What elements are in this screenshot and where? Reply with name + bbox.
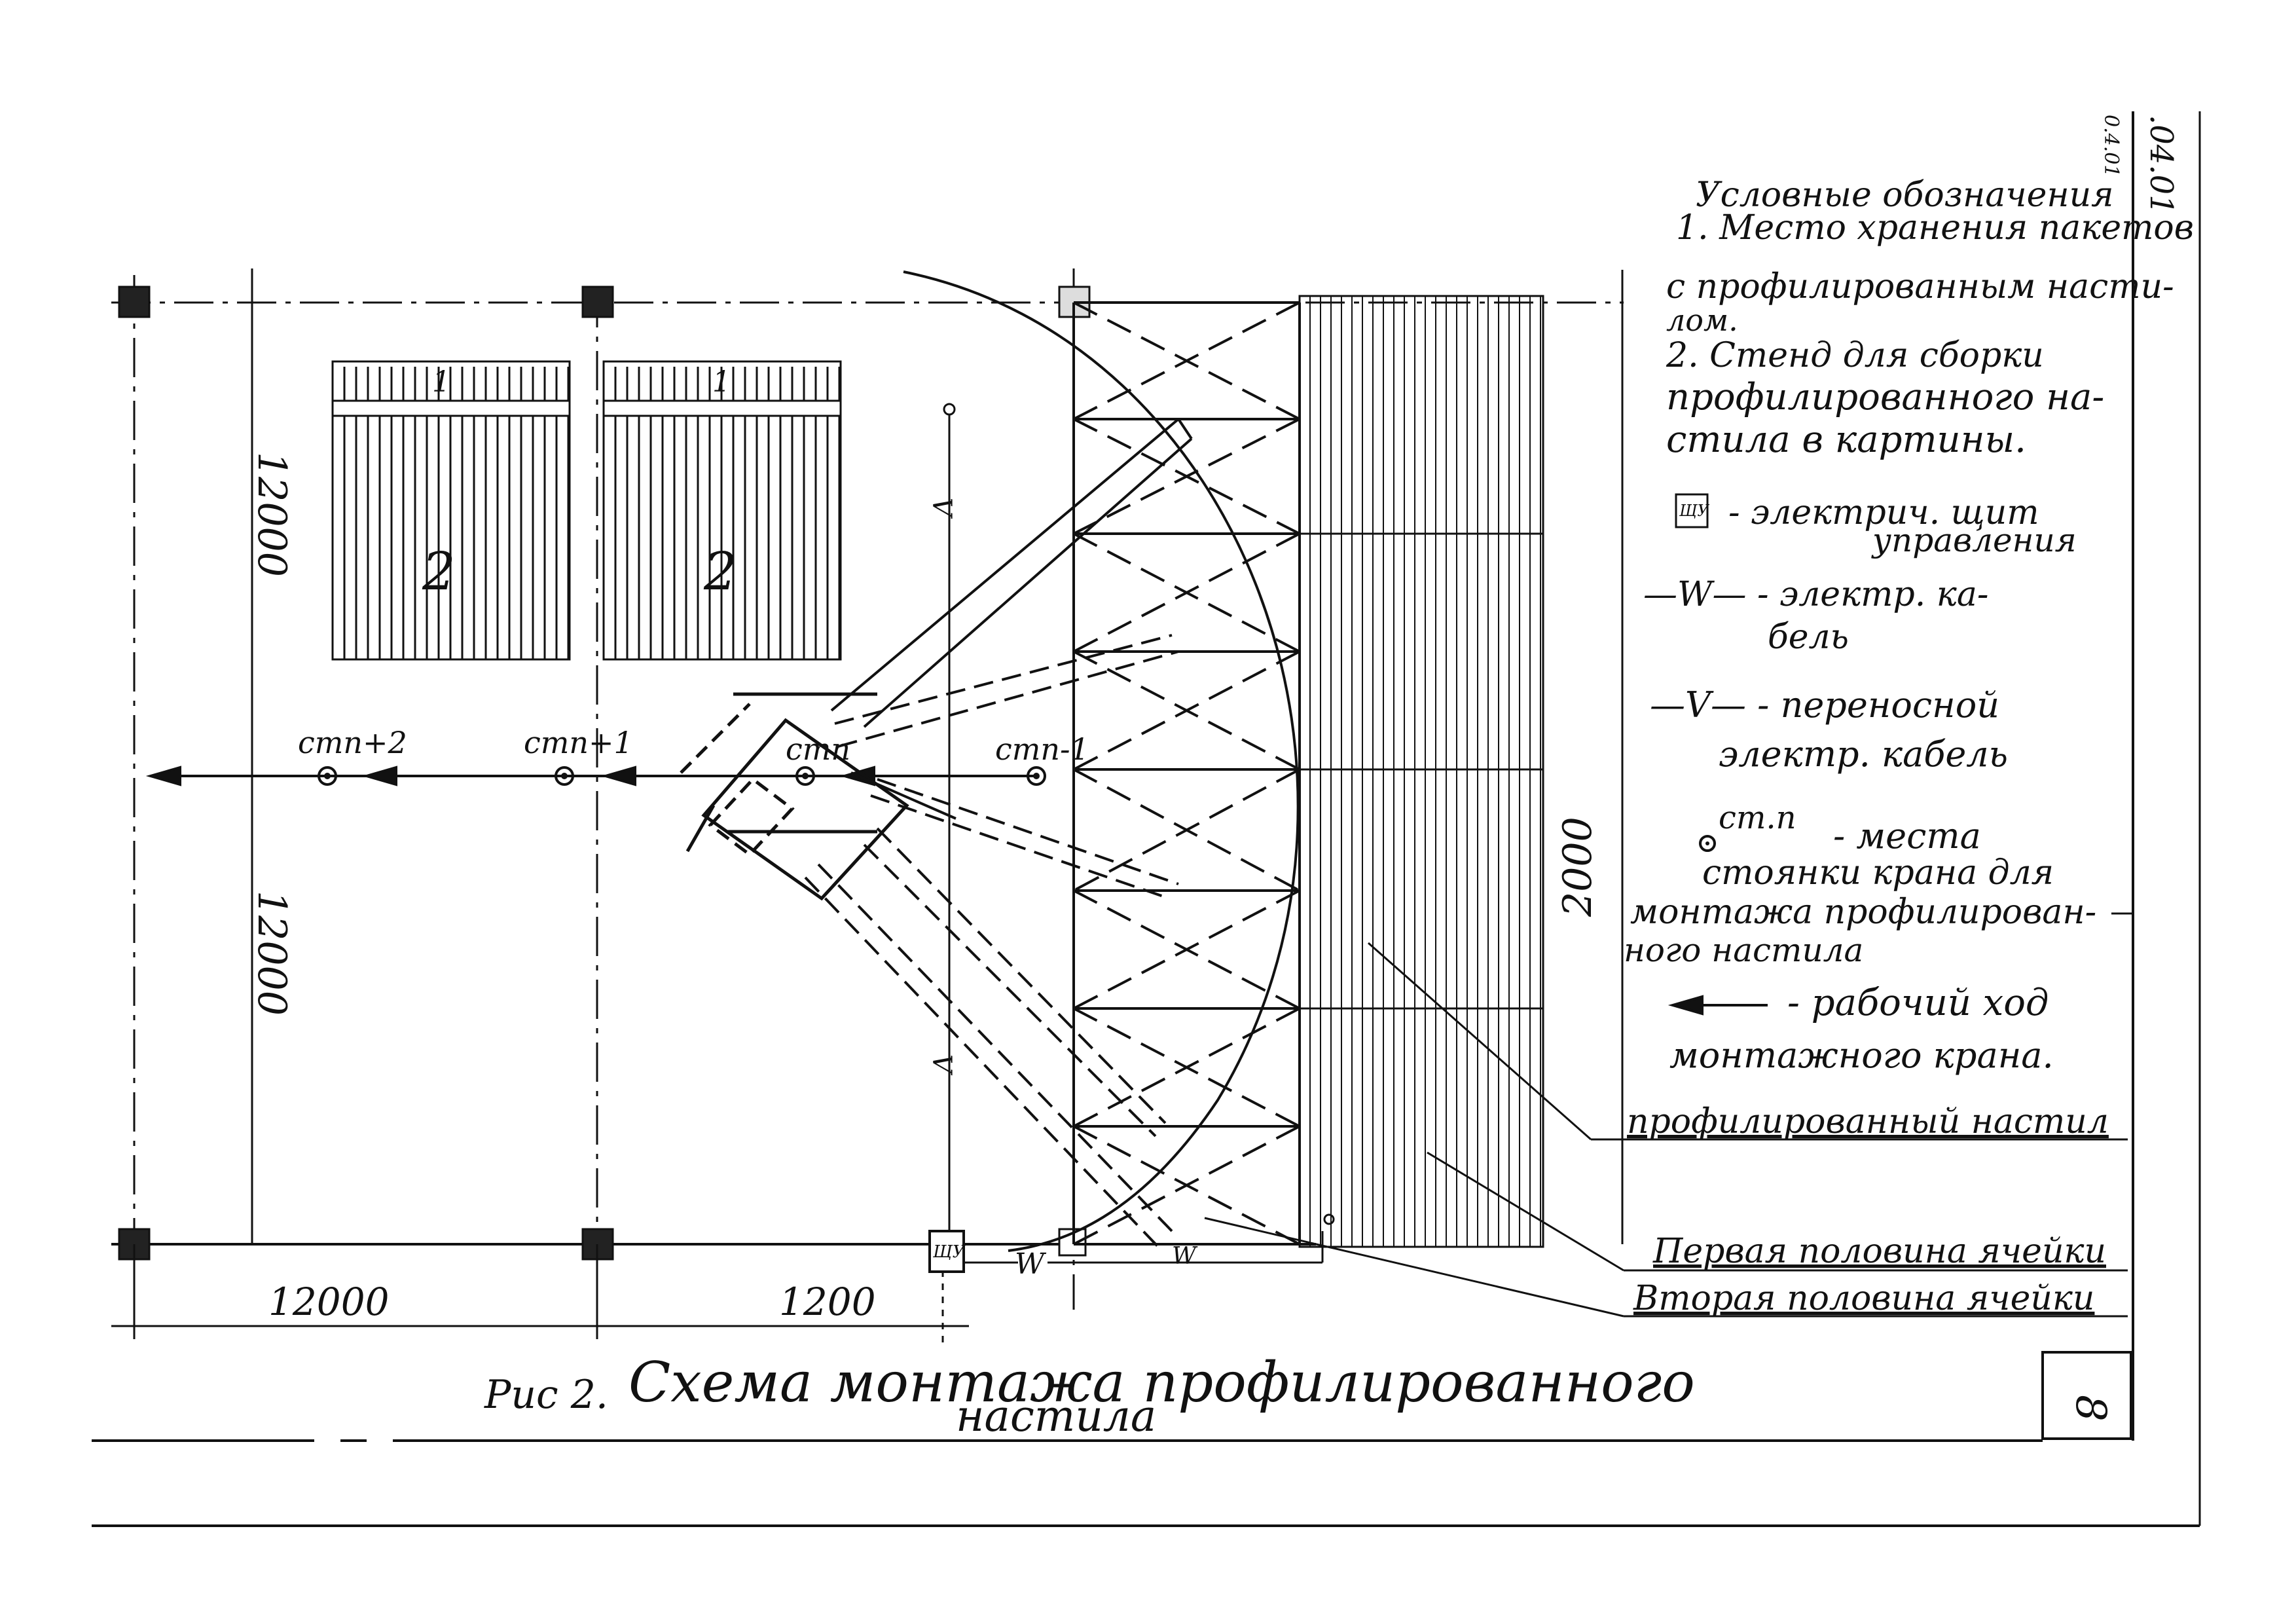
callout-second-half: Вторая половина ячейки xyxy=(1633,1279,2094,1318)
stand-brace xyxy=(1073,889,1300,1010)
profiled-deck xyxy=(1298,295,1544,1248)
column-marker-top-mid xyxy=(581,286,614,318)
stand-brace xyxy=(1073,418,1300,535)
dimension-bottom-left: 12000 xyxy=(268,1280,390,1324)
callout-first-half: Первая половина ячейки xyxy=(1652,1232,2106,1271)
legend-cable-v-line1: —V— - переносной xyxy=(1650,684,1999,726)
stand-brace xyxy=(1073,768,1300,892)
dimension-left-lower: 12000 xyxy=(249,891,295,1016)
dimension-bottom-right: 1200 xyxy=(779,1280,876,1324)
stand-brace xyxy=(1073,650,1300,771)
legend-item2-line1: 2. Стенд для сборки xyxy=(1666,336,2044,375)
stamp-code-small: 0.4.01 xyxy=(2100,115,2123,177)
legend-cable-v-line2: электр. кабель xyxy=(1719,733,2008,775)
legend-station-symbol-icon xyxy=(1699,835,1716,852)
control-panel: ЩУ xyxy=(928,1230,966,1273)
legend-item2-line2: профилированного на- xyxy=(1666,376,2104,418)
station-label-n-plus-2: стп+2 xyxy=(298,725,407,760)
caption-line2: настила xyxy=(956,1391,1156,1441)
legend-station-line3: монтажа профилирован- xyxy=(1630,893,2096,932)
legend-item2-line3: стила в картины. xyxy=(1666,418,2026,461)
station-marker-n-plus-2 xyxy=(318,766,337,786)
storage-tag-2-right: 2 xyxy=(703,541,737,602)
storage-tag-1-right: 1 xyxy=(712,365,731,399)
legend-item1-line2: с профилированным насти- xyxy=(1666,267,2174,306)
legend-travel-line1: - рабочий ход xyxy=(1787,982,2049,1024)
storage-block-right xyxy=(602,360,842,661)
legend-station-line2: стоянки крана для xyxy=(1702,853,2054,893)
legend-panel-symbol-box xyxy=(1675,493,1709,528)
legend-item1-line1: 1. Место хранения пакетов xyxy=(1676,208,2194,248)
caption-prefix: Рис 2. xyxy=(484,1372,608,1418)
station-label-n-minus-1: стп-1 xyxy=(995,731,1089,767)
callout-profiled-deck: профилированный настил xyxy=(1627,1102,2109,1141)
station-label-n: стп xyxy=(786,731,850,767)
legend-travel-line2: монтажного крана. xyxy=(1669,1035,2054,1076)
legend-cable-w-line1: —W— - электр. ка- xyxy=(1643,575,1988,614)
bottom-dimension xyxy=(111,1244,969,1349)
legend-panel-line2: управления xyxy=(1871,521,2077,559)
crane-travel-line xyxy=(145,766,1034,786)
dimension-left-upper: 12000 xyxy=(249,452,295,577)
stamp-code: .04.01 xyxy=(2143,115,2179,215)
stand-brace xyxy=(1073,1125,1300,1246)
stand-brace xyxy=(1073,1007,1300,1128)
legend-station-line4: ного настила xyxy=(1624,931,1863,969)
caption-line1: Схема монтажа профилированного xyxy=(629,1350,1695,1414)
caption-underline xyxy=(92,1439,2200,1527)
cable-v-mark-lower: V xyxy=(926,1054,957,1076)
grid-axes xyxy=(111,268,1624,1310)
legend-panel-symbol: ЩУ xyxy=(1679,502,1709,520)
legend-item1-line3: лом. xyxy=(1666,303,1738,338)
stand-brace xyxy=(1073,301,1300,420)
cable-w-mark: W xyxy=(1015,1247,1047,1281)
legend-cable-w-line2: бель xyxy=(1768,618,1849,657)
legend: Условные обозначения 1. Место хранения п… xyxy=(1624,175,2194,1076)
station-markers xyxy=(318,766,1046,786)
cable-v-mark-upper: V xyxy=(926,498,957,519)
stand-brace xyxy=(1073,532,1300,653)
cable-w-mark-lower: W xyxy=(1172,1243,1198,1270)
storage-tag-1-left: 1 xyxy=(432,365,450,399)
storage-tag-2-left: 2 xyxy=(422,541,456,602)
legend-station-line1: - места xyxy=(1833,815,1981,857)
column-marker-top-left xyxy=(118,286,151,318)
legend-title: Условные обозначения xyxy=(1696,175,2114,215)
crane-body xyxy=(680,692,909,901)
legend-panel-line1: - электрич. щит xyxy=(1728,493,2039,532)
control-panel-label: ЩУ xyxy=(932,1242,966,1262)
crane-boom xyxy=(804,418,1193,1249)
station-marker-n-minus-1 xyxy=(1027,766,1046,786)
crane-swing-arc xyxy=(903,270,1300,1252)
station-label-n-plus-1: стп+1 xyxy=(524,725,633,760)
page-number-box xyxy=(2041,1351,2132,1440)
station-marker-n xyxy=(795,766,815,786)
legend-station-symbol: ст.п xyxy=(1719,800,1796,836)
legend-travel-arrow-icon xyxy=(1667,995,1768,1016)
callout-leaders xyxy=(1204,912,2134,1318)
station-marker-n-plus-1 xyxy=(555,766,574,786)
page-number: 8 xyxy=(2066,1395,2115,1422)
storage-block-left xyxy=(331,360,571,661)
dimension-right: 2000 xyxy=(1555,817,1601,917)
portable-cable-line xyxy=(943,403,956,1244)
